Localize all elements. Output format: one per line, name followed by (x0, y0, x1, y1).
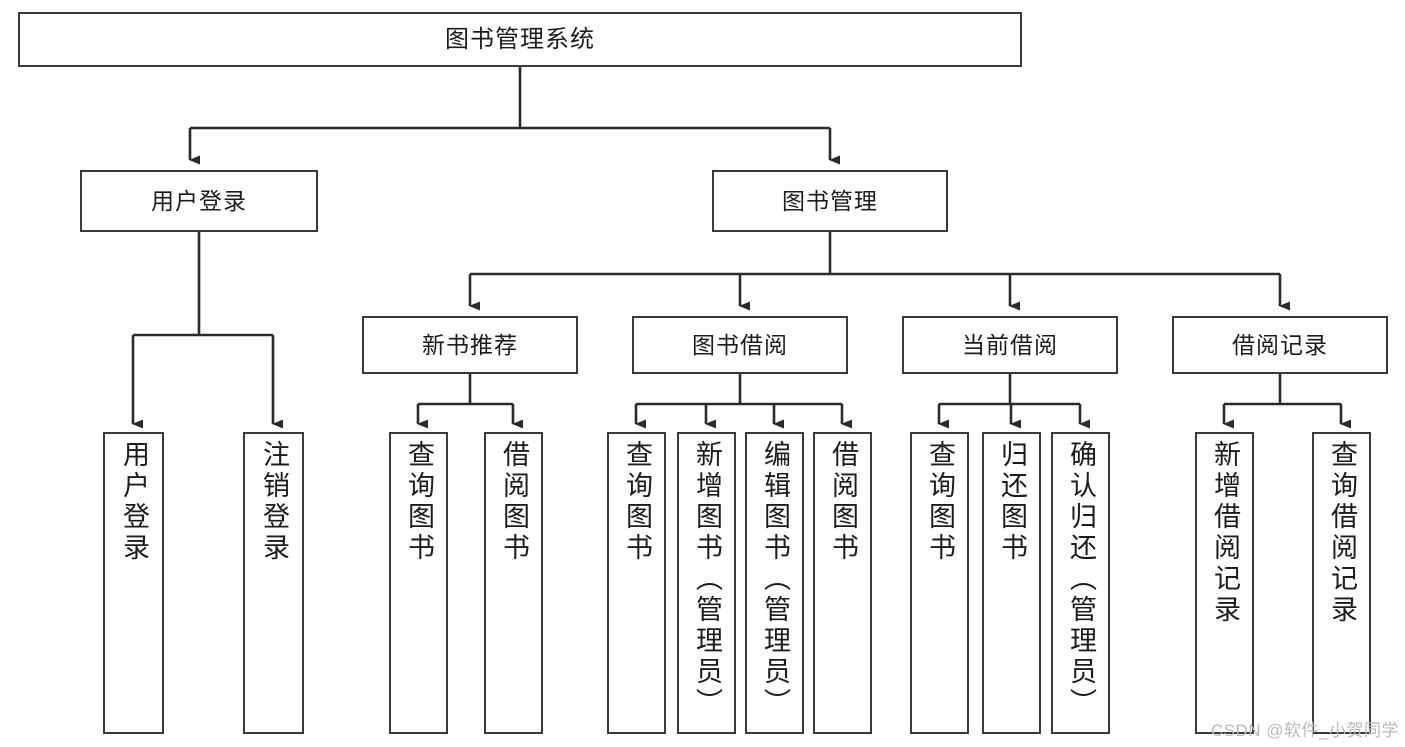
node-book-borrow-label: 图书借阅 (692, 331, 788, 358)
node-book-borrow[interactable]: 图书借阅 (632, 316, 848, 374)
node-new-book-rec-label: 新书推荐 (422, 331, 518, 358)
watermark: CSDN @软件_小贺同学 (1210, 721, 1399, 740)
node-leaf-query-book-borrow-label: 查询图书 (622, 440, 652, 564)
node-leaf-query-book-current[interactable]: 查询图书 (910, 432, 969, 734)
node-leaf-query-book-borrow[interactable]: 查询图书 (607, 432, 666, 734)
node-leaf-borrow-book-rec-label: 借阅图书 (499, 440, 529, 564)
node-leaf-query-book-current-label: 查询图书 (925, 440, 955, 564)
node-borrow-record[interactable]: 借阅记录 (1172, 316, 1388, 374)
node-leaf-return-book-label: 归还图书 (997, 440, 1027, 564)
node-leaf-query-book-rec-label: 查询图书 (404, 440, 434, 564)
node-new-book-rec[interactable]: 新书推荐 (362, 316, 578, 374)
node-leaf-return-book[interactable]: 归还图书 (982, 432, 1041, 734)
node-leaf-borrow-book[interactable]: 借阅图书 (813, 432, 872, 734)
node-leaf-borrow-book-label: 借阅图书 (828, 440, 858, 564)
node-leaf-add-book-admin-label: 新增图书（管理员） (692, 440, 722, 719)
node-current-borrow[interactable]: 当前借阅 (902, 316, 1118, 374)
node-leaf-edit-book-admin[interactable]: 编辑图书（管理员） (745, 432, 804, 734)
node-leaf-add-borrow-record-label: 新增借阅记录 (1210, 440, 1240, 626)
node-leaf-confirm-return-admin-label: 确认归还（管理员） (1066, 440, 1096, 719)
node-root[interactable]: 图书管理系统 (18, 12, 1022, 67)
node-book-manage-label: 图书管理 (782, 187, 878, 214)
node-leaf-user-login-label: 用户登录 (119, 440, 149, 564)
node-user-login[interactable]: 用户登录 (80, 170, 318, 232)
node-current-borrow-label: 当前借阅 (962, 331, 1058, 358)
node-leaf-query-borrow-record[interactable]: 查询借阅记录 (1312, 432, 1371, 734)
node-leaf-confirm-return-admin[interactable]: 确认归还（管理员） (1051, 432, 1110, 734)
node-leaf-query-book-rec[interactable]: 查询图书 (389, 432, 448, 734)
node-user-login-label: 用户登录 (151, 187, 247, 214)
node-borrow-record-label: 借阅记录 (1232, 331, 1328, 358)
node-leaf-borrow-book-rec[interactable]: 借阅图书 (484, 432, 543, 734)
node-book-manage[interactable]: 图书管理 (712, 170, 948, 232)
node-leaf-logout[interactable]: 注销登录 (243, 432, 304, 734)
node-leaf-logout-label: 注销登录 (259, 440, 289, 564)
node-leaf-add-book-admin[interactable]: 新增图书（管理员） (677, 432, 736, 734)
node-leaf-edit-book-admin-label: 编辑图书（管理员） (760, 440, 790, 719)
node-root-label: 图书管理系统 (445, 25, 595, 53)
node-leaf-user-login[interactable]: 用户登录 (103, 432, 164, 734)
node-leaf-add-borrow-record[interactable]: 新增借阅记录 (1195, 432, 1254, 734)
node-leaf-query-borrow-record-label: 查询借阅记录 (1327, 440, 1357, 626)
